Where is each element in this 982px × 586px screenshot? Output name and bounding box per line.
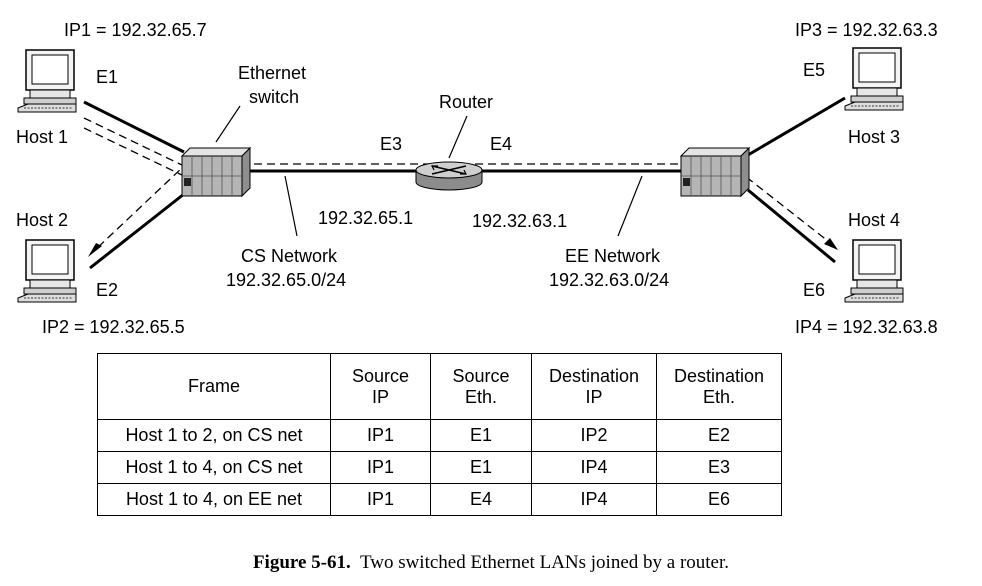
ee-network-name-label: EE Network (565, 246, 661, 266)
ee-network-prefix-label: 192.32.63.0/24 (549, 270, 669, 290)
host1-computer-icon (17, 49, 77, 113)
host3-cable (747, 96, 846, 157)
frame-path-host1-to-host2 (83, 117, 186, 252)
header-frame: Frame (97, 353, 331, 420)
header-frame-label: Frame (187, 376, 240, 396)
switch-label-line1: Ethernet (238, 63, 306, 83)
cs-ethernet-switch-icon (181, 147, 251, 197)
host3-eth-label: E5 (803, 60, 825, 80)
cell-frame: Host 1 to 4, on EE net (97, 483, 331, 516)
host2-eth-label: E2 (96, 280, 118, 300)
arrowhead-host4 (824, 238, 838, 250)
table-row: Host 1 to 4, on CS net IP1 E1 IP4 E3 (97, 451, 782, 484)
router-label: Router (439, 92, 493, 112)
cell-source-eth: E4 (430, 483, 532, 516)
header-source-eth-line2: Eth. (464, 386, 498, 407)
figure-caption-text: Two switched Ethernet LANs joined by a r… (359, 552, 730, 573)
host4-name-label: Host 4 (848, 210, 900, 230)
host4-ip-label: IP4 = 192.32.63.8 (795, 317, 938, 337)
ee-network-pointer-line (617, 175, 643, 237)
host2-name-label: Host 2 (16, 210, 68, 230)
host1-ip-label: IP1 = 192.32.65.7 (64, 20, 207, 40)
frame-path-host1-to-host4 (83, 127, 834, 246)
cs-network-name-label: CS Network (241, 246, 338, 266)
router-left-ip-label: 192.32.65.1 (318, 208, 413, 228)
router-right-eth-label: E4 (490, 134, 512, 154)
host4-computer-icon (844, 239, 904, 303)
header-source-eth-line1: Source (452, 365, 510, 386)
host3-name-label: Host 3 (848, 127, 900, 147)
cell-source-eth: E1 (430, 419, 532, 452)
cell-destination-ip: IP2 (531, 419, 657, 452)
header-source-ip-line2: IP (371, 386, 389, 407)
cell-destination-eth: E6 (656, 483, 782, 516)
cell-source-ip: IP1 (330, 451, 431, 484)
figure-caption: Figure 5-61. Two switched Ethernet LANs … (0, 552, 982, 574)
arrowhead-host2 (88, 243, 102, 257)
host4-eth-label: E6 (803, 280, 825, 300)
router-right-ip-label: 192.32.63.1 (472, 211, 567, 231)
cs-network-pointer-line (284, 175, 298, 237)
header-destination-ip-line1: Destination (548, 365, 640, 386)
router-left-eth-label: E3 (380, 134, 402, 154)
cell-source-ip: IP1 (330, 419, 431, 452)
figure-caption-label: Figure 5-61. (252, 552, 351, 573)
router-pointer-line (448, 115, 468, 159)
header-source-ip-line1: Source (351, 365, 410, 386)
cell-destination-eth: E2 (656, 419, 782, 452)
cell-source-eth: E1 (430, 451, 532, 484)
switch-label-line2: switch (249, 87, 299, 107)
switch-pointer-line (215, 105, 241, 143)
cs-network-prefix-label: 192.32.65.0/24 (226, 270, 346, 290)
host3-ip-label: IP3 = 192.32.63.3 (795, 20, 938, 40)
cell-frame: Host 1 to 2, on CS net (97, 419, 331, 452)
cell-destination-eth: E3 (656, 451, 782, 484)
header-destination-eth-line2: Eth. (702, 386, 736, 407)
host3-computer-icon (844, 47, 904, 111)
host1-name-label: Host 1 (16, 127, 68, 147)
table-row: Host 1 to 4, on EE net IP1 E4 IP4 E6 (97, 483, 782, 516)
host2-ip-label: IP2 = 192.32.65.5 (42, 317, 185, 337)
header-destination-ip-line2: IP (585, 386, 603, 407)
cell-source-ip: IP1 (330, 483, 431, 516)
header-destination-eth-line1: Destination (673, 365, 765, 386)
host1-cable (83, 100, 185, 154)
host2-computer-icon (17, 239, 77, 303)
table-row: Host 1 to 2, on CS net IP1 E1 IP2 E2 (97, 419, 782, 452)
host1-eth-label: E1 (96, 67, 118, 87)
host4-cable (747, 188, 836, 264)
host2-cable (89, 192, 185, 270)
cell-destination-ip: IP4 (531, 483, 657, 516)
cell-destination-ip: IP4 (531, 451, 657, 484)
router-icon (415, 161, 483, 191)
ee-ethernet-switch-icon (680, 147, 750, 197)
cell-frame: Host 1 to 4, on CS net (97, 451, 331, 484)
